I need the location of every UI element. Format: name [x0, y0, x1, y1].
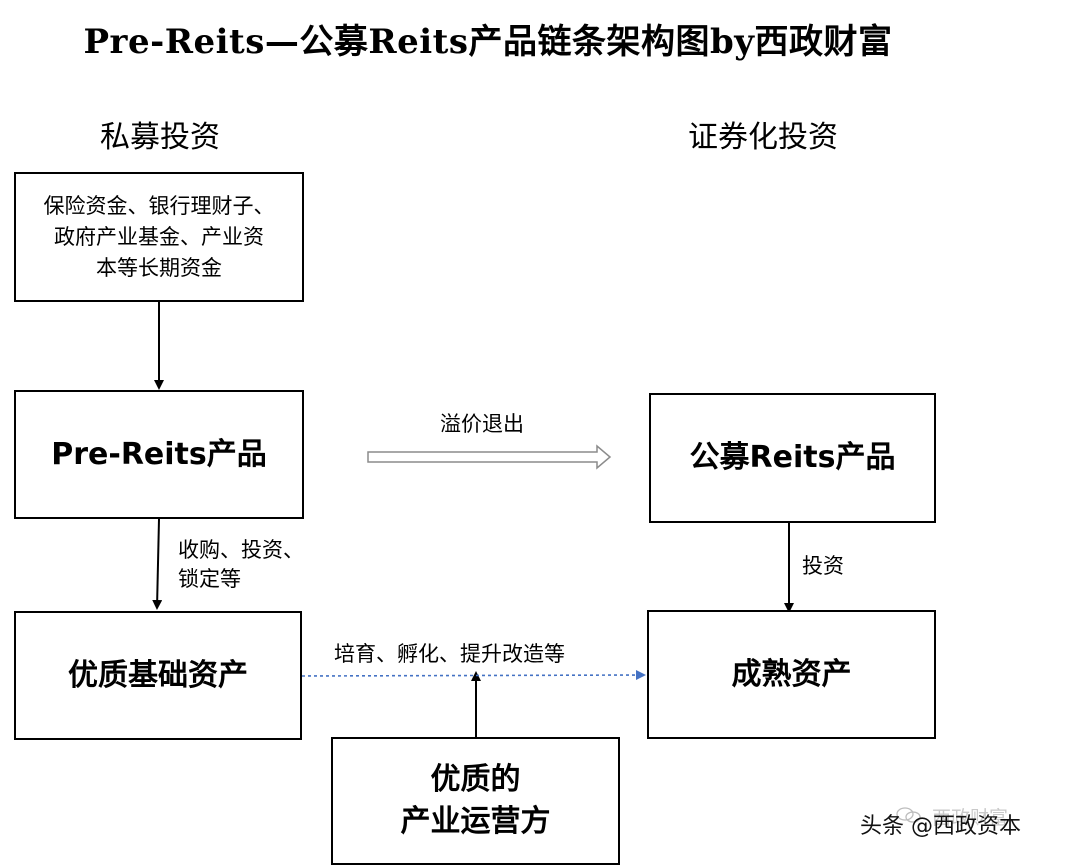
pre-reits-box: Pre-Reits产品: [14, 390, 304, 519]
quality-assets-box: 优质基础资产: [14, 611, 302, 740]
operator-box: 优质的 产业运营方: [331, 737, 620, 865]
diagram-title: Pre-Reits—公募Reits产品链条架构图by西政财富: [83, 22, 893, 62]
dotted-arrow-incubate: [301, 670, 646, 681]
label-premium-exit: 溢价退出: [440, 412, 524, 436]
section-title-securitization: 证券化投资: [688, 120, 838, 155]
public-reits-box: 公募Reits产品: [649, 393, 936, 523]
label-acquire-invest: 收购、投资、 锁定等: [178, 538, 304, 591]
label-invest: 投资: [802, 554, 844, 578]
funding-sources-box: 保险资金、银行理财子、 政府产业基金、产业资 本等长期资金: [14, 172, 304, 302]
hollow-arrow-premium-exit: [367, 444, 612, 470]
section-title-private: 私募投资: [100, 120, 220, 155]
arrow-prereits-to-assets: [152, 518, 163, 610]
label-incubate: 培育、孵化、提升改造等: [334, 642, 565, 666]
watermark-text: 头条 @西政资本: [860, 814, 1021, 839]
wechat-icon: [896, 807, 921, 823]
mature-assets-box: 成熟资产: [647, 610, 936, 739]
watermark-ghost-text: 西政财富: [932, 807, 1009, 829]
